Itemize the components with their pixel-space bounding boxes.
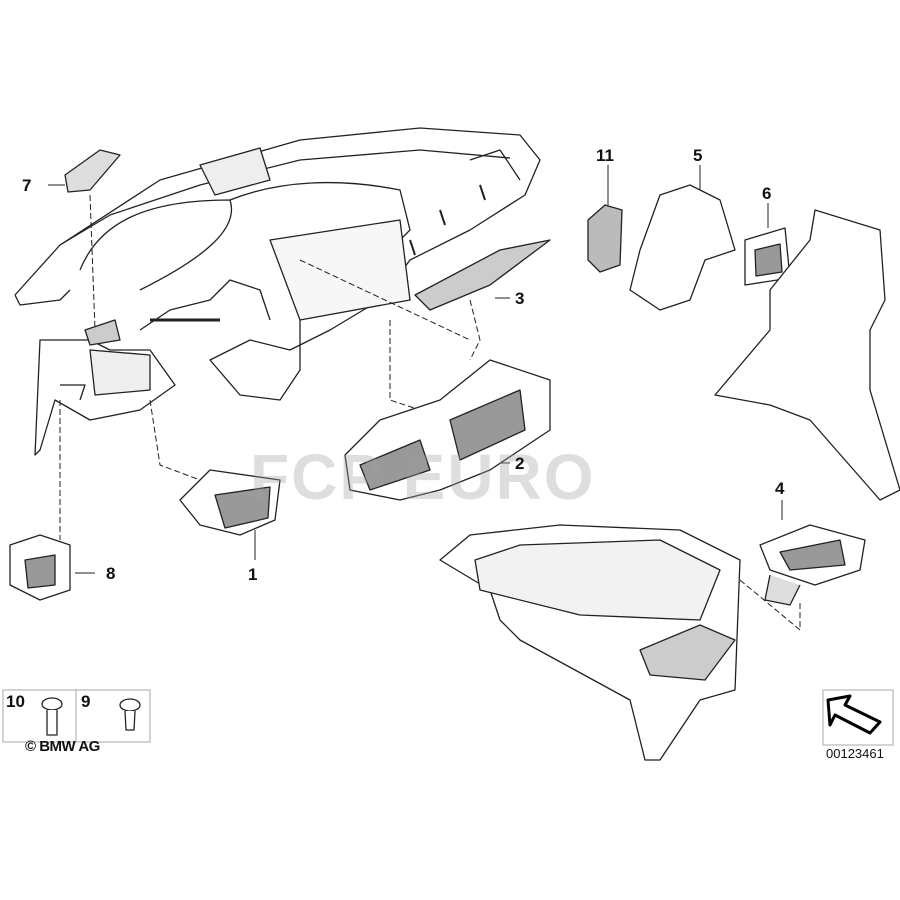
part-2: [344, 359, 551, 501]
view-arrow-icon: [822, 689, 894, 746]
label-11: 11: [596, 146, 614, 165]
screw-9-head: [119, 698, 141, 712]
screw-10-head: [41, 697, 63, 711]
part-7: [64, 149, 121, 193]
pillar-trim: [714, 209, 900, 501]
label-1: 1: [248, 565, 258, 584]
label-6: 6: [762, 184, 772, 203]
label-8: 8: [106, 564, 116, 583]
part-8: [9, 534, 71, 601]
part-1: [179, 469, 281, 536]
part-11: [587, 204, 623, 273]
part-5: [629, 184, 736, 311]
label-3: 3: [515, 289, 525, 308]
label-2: 2: [515, 454, 525, 473]
part-4: [759, 524, 866, 606]
part-3: [414, 239, 551, 311]
center-console: [439, 524, 741, 761]
label-5: 5: [693, 146, 703, 165]
watermark: FCP EURO: [250, 441, 596, 513]
copyright: © BMW AG: [25, 738, 100, 755]
label-7: 7: [22, 176, 32, 195]
label-10: 10: [6, 692, 25, 711]
label-4: 4: [775, 479, 785, 498]
label-9: 9: [81, 692, 91, 711]
screw-box: [2, 689, 151, 743]
diagram-code: 00123461: [826, 746, 884, 761]
